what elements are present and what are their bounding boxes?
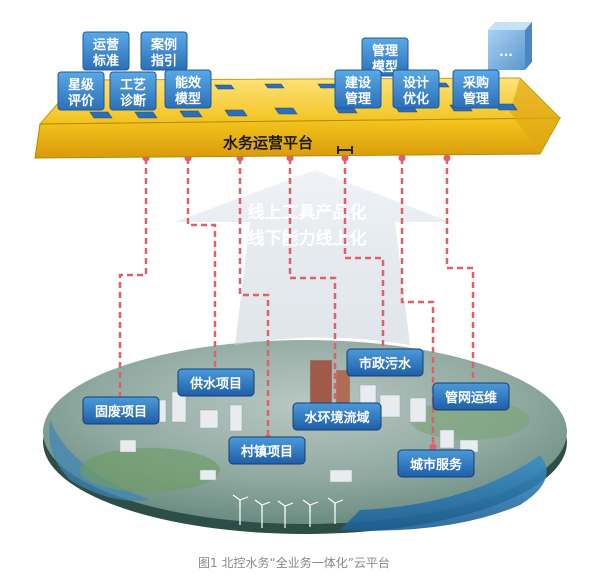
- label-pipe-network-ops: 管网运维: [432, 382, 510, 411]
- svg-text:管理: 管理: [463, 91, 489, 107]
- slogan-line1: 线上工具产品化: [248, 202, 367, 223]
- label-solid-waste: 固废项目: [82, 396, 160, 425]
- svg-text:建设: 建设: [345, 75, 372, 91]
- slogan: 线上工具产品化 线下能力线上化: [248, 202, 367, 249]
- module-construction-mgmt: 建设 管理: [334, 69, 382, 109]
- platform-label: 水务运营平台: [223, 134, 313, 152]
- svg-text:诊断: 诊断: [120, 93, 146, 109]
- svg-text:能效: 能效: [175, 75, 202, 91]
- business-labels: 固废项目 供水项目 村镇项目 水环境流域 市政污水 管网运维 城市服务: [82, 348, 510, 478]
- svg-text:模型: 模型: [175, 91, 201, 107]
- svg-text:标准: 标准: [92, 53, 119, 69]
- module-star-rating: 星级 评价: [57, 71, 105, 111]
- svg-text:固废项目: 固废项目: [95, 404, 147, 420]
- module-ops-standard: 运营 标准: [82, 31, 130, 71]
- module-case-guide: 案例 指引: [140, 31, 188, 71]
- svg-text:工艺: 工艺: [120, 77, 146, 93]
- svg-text:管理: 管理: [372, 43, 398, 59]
- label-water-supply: 供水项目: [177, 368, 255, 397]
- connector-icon: [337, 146, 353, 154]
- module-management-model: 管理 模型: [361, 37, 409, 77]
- svg-text:水环境流域: 水环境流域: [304, 410, 369, 426]
- label-water-env-basin: 水环境流域: [292, 402, 382, 431]
- upward-arrow: [175, 170, 450, 345]
- slogan-line2: 线下能力线上化: [248, 228, 367, 249]
- module-design-optimization: 设计 优化: [392, 69, 440, 109]
- svg-text:供水项目: 供水项目: [189, 376, 242, 392]
- svg-text:优化: 优化: [403, 91, 429, 107]
- svg-text:设计: 设计: [403, 75, 429, 91]
- svg-text:村镇项目: 村镇项目: [241, 444, 293, 460]
- label-municipal-sewage: 市政污水: [346, 348, 424, 377]
- module-procurement-mgmt: 采购 管理: [452, 69, 500, 109]
- svg-text:评价: 评价: [68, 94, 95, 109]
- top-modules: 运营 标准 案例 指引 星级 评价 工艺 诊断 能效 模型: [57, 31, 500, 111]
- svg-text:市政污水: 市政污水: [359, 356, 412, 372]
- connectors: [118, 158, 475, 447]
- svg-text:城市服务: 城市服务: [410, 457, 463, 473]
- svg-text:星级: 星级: [68, 77, 95, 93]
- svg-text:指引: 指引: [151, 53, 177, 69]
- module-process-diagnosis: 工艺 诊断: [109, 71, 157, 111]
- module-energy-model: 能效 模型: [164, 69, 212, 109]
- server-dots: ...: [499, 45, 513, 59]
- svg-text:案例: 案例: [150, 37, 177, 53]
- svg-text:管理: 管理: [345, 91, 371, 107]
- svg-text:采购: 采购: [462, 75, 489, 91]
- label-city-service: 城市服务: [397, 449, 475, 478]
- svg-text:管网运维: 管网运维: [445, 390, 497, 406]
- label-village-town: 村镇项目: [228, 436, 306, 465]
- server-icon: ...: [488, 22, 532, 70]
- svg-text:运营: 运营: [93, 37, 119, 53]
- city-disc: [43, 340, 567, 534]
- figure-caption: 图1 北控水务“全业务一体化”云平台: [198, 555, 390, 570]
